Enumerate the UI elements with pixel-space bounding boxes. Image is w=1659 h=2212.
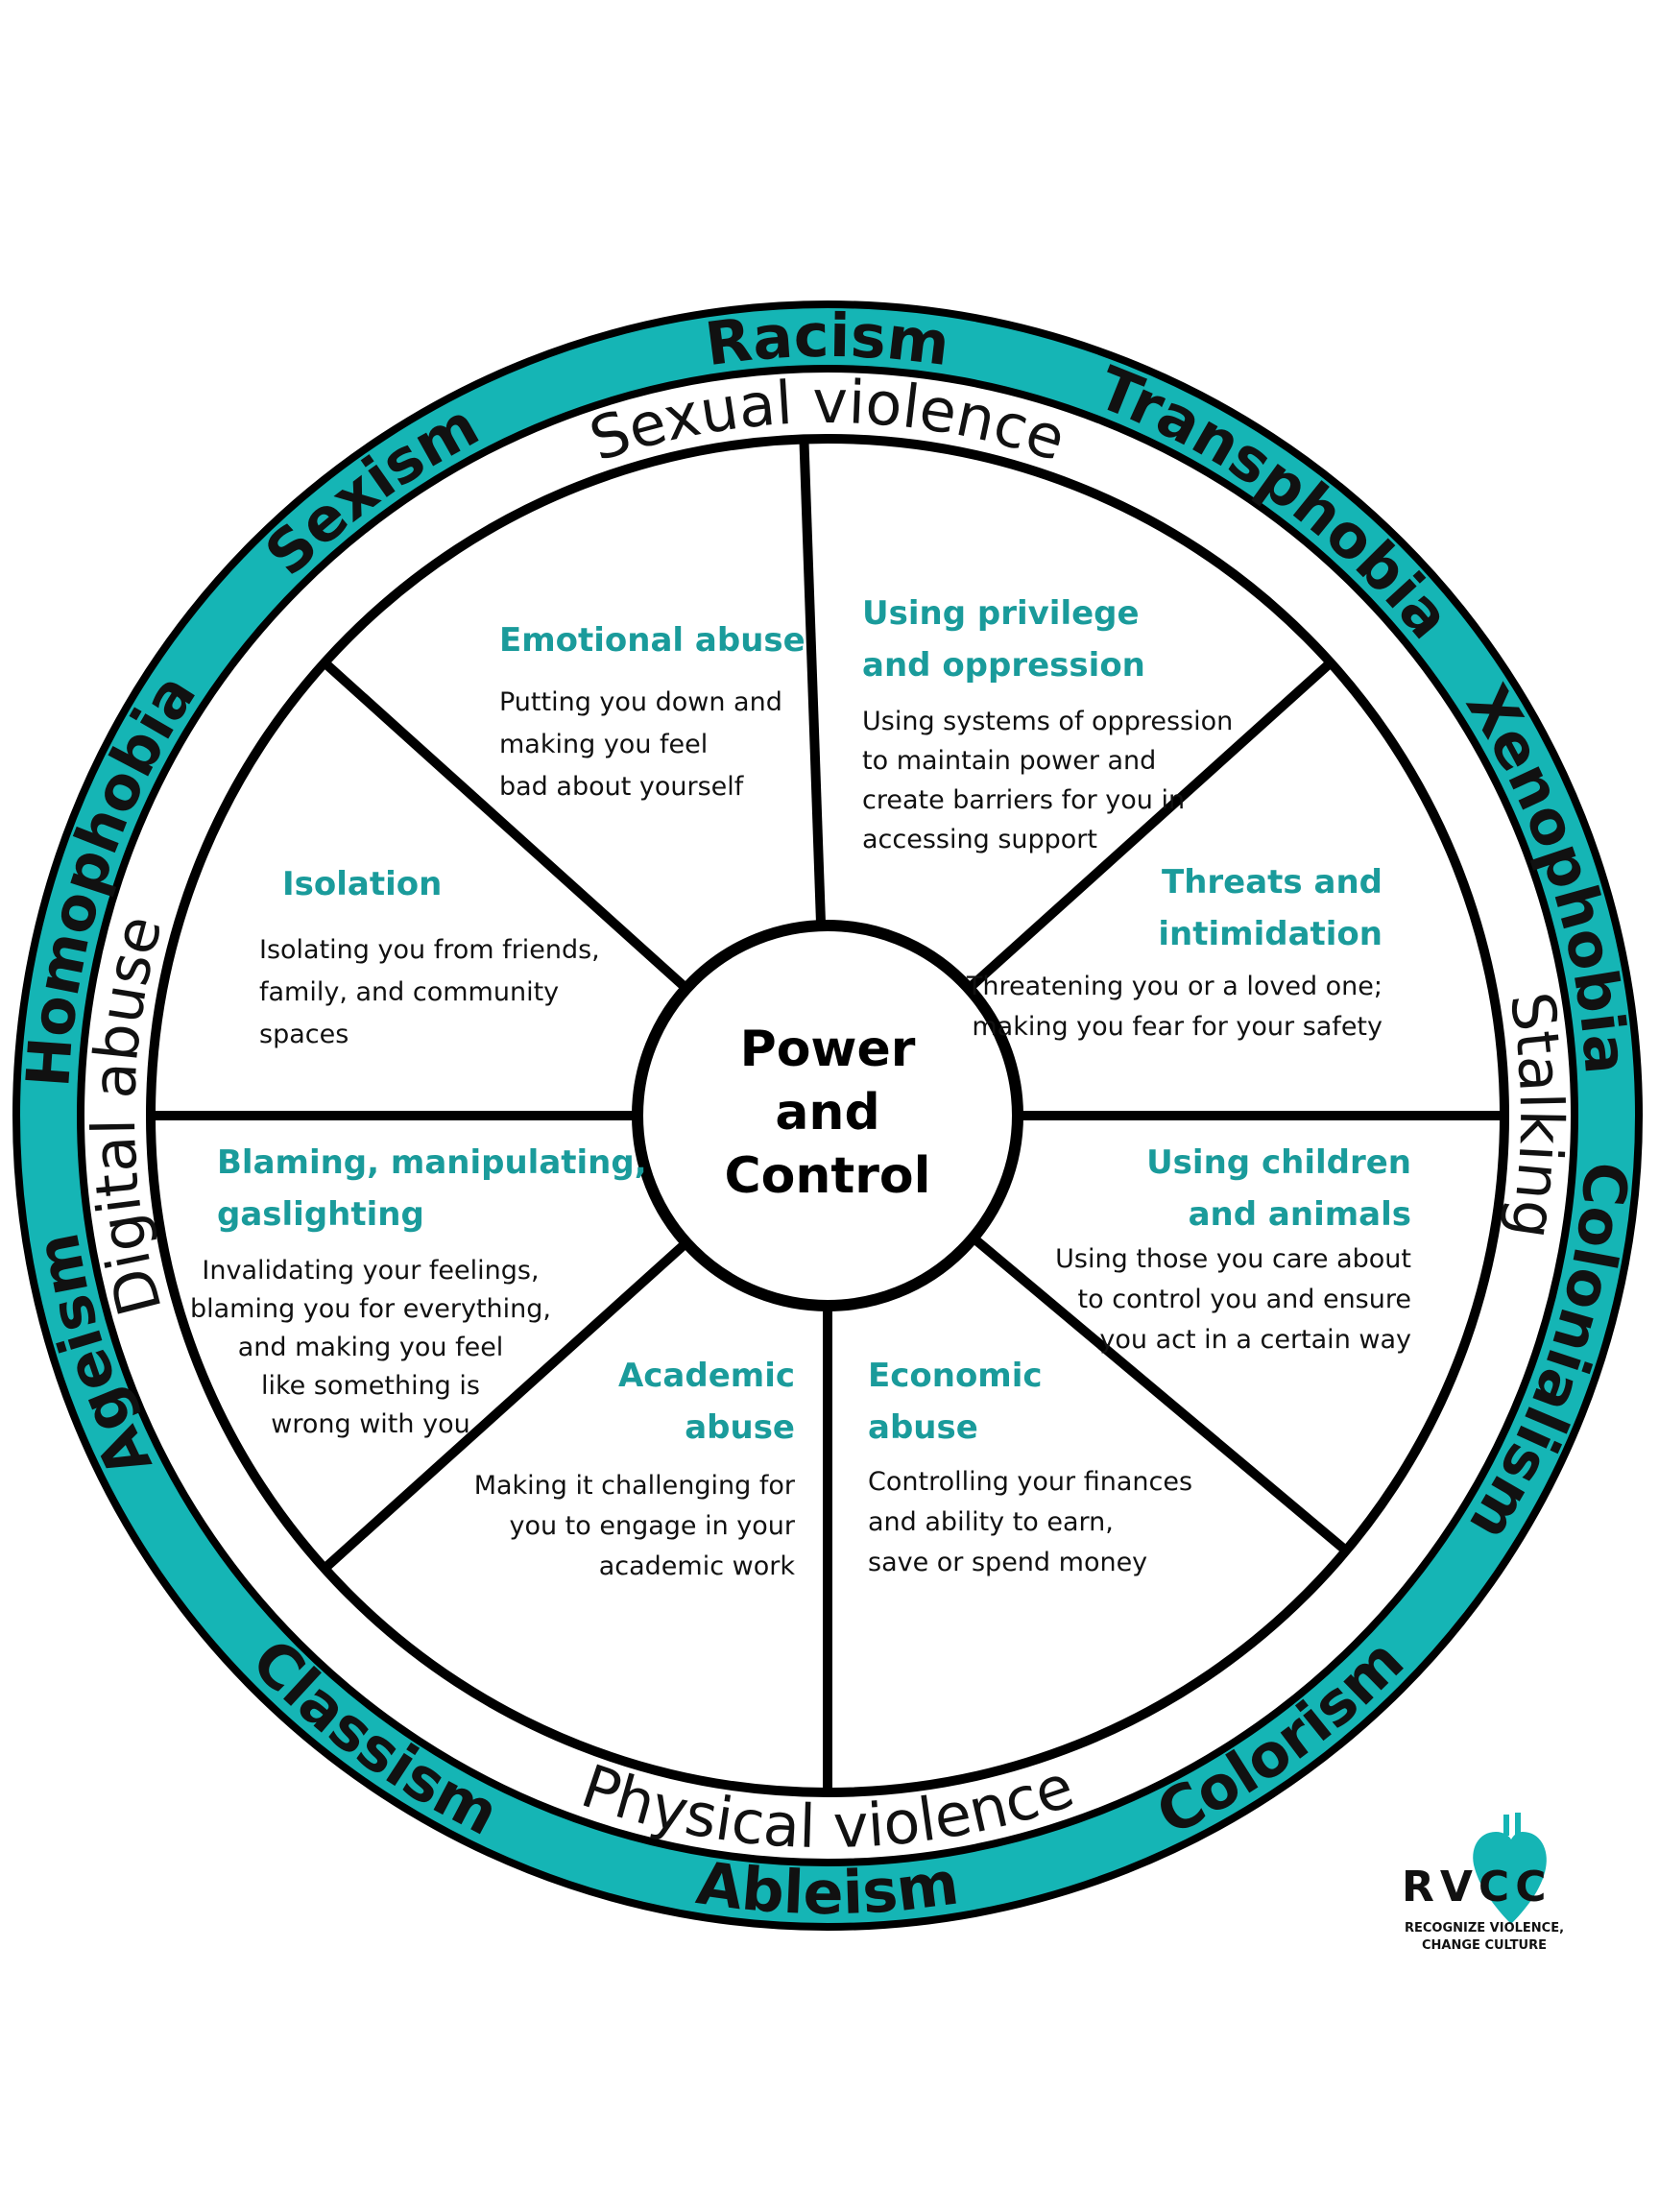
section-title: Academic xyxy=(618,1357,795,1395)
section-title: Isolation xyxy=(282,865,442,903)
wheel-spoke xyxy=(321,1238,690,1573)
wheel-spoke xyxy=(965,659,1334,993)
center-title: and xyxy=(775,1084,879,1142)
section-description: spaces xyxy=(259,1020,349,1049)
outer-ring-label: Racism xyxy=(702,301,953,380)
logo-tagline: RECOGNIZE VIOLENCE, xyxy=(1405,1921,1564,1936)
wheel-spoke xyxy=(321,659,690,993)
section-title: and animals xyxy=(1189,1195,1411,1234)
section-title: and oppression xyxy=(862,646,1145,685)
section-description: wrong with you xyxy=(271,1409,469,1439)
center-title: Power xyxy=(740,1021,916,1078)
section-description: create barriers for you in xyxy=(862,785,1185,815)
wheel-spoke xyxy=(799,439,827,926)
wheel-spoke xyxy=(970,1234,1350,1554)
section-description: save or spend money xyxy=(868,1548,1147,1577)
section-title: Emotional abuse xyxy=(499,621,805,660)
section-description: making you feel xyxy=(499,730,708,759)
section-description: and ability to earn, xyxy=(868,1507,1114,1537)
section-description: to maintain power and xyxy=(862,746,1156,776)
center-hub xyxy=(632,920,1023,1311)
section-description: blaming you for everything, xyxy=(190,1294,551,1324)
section-description: academic work xyxy=(599,1551,796,1581)
section-title: abuse xyxy=(868,1408,978,1447)
section-description: you act in a certain way xyxy=(1099,1325,1411,1355)
section-description: to control you and ensure xyxy=(1078,1285,1411,1314)
section-title: intimidation xyxy=(1158,915,1382,953)
section-description: Controlling your finances xyxy=(868,1467,1192,1497)
section-description: Threatening you or a loved one; xyxy=(966,972,1382,1001)
section-title: Threats and xyxy=(1162,863,1382,902)
center-title: Control xyxy=(725,1147,931,1205)
anatomical-heart-icon xyxy=(1473,1832,1547,1924)
section-description: bad about yourself xyxy=(499,772,745,802)
section-description: family, and community xyxy=(259,977,559,1007)
section-title: Using children xyxy=(1146,1143,1411,1182)
section-description: Using systems of oppression xyxy=(862,707,1233,736)
section-description: Using those you care about xyxy=(1055,1244,1411,1274)
outer-ring-label: Ableism xyxy=(692,1847,962,1928)
section-description: Putting you down and xyxy=(499,687,782,717)
section-description: like something is xyxy=(261,1371,480,1401)
section-description: you to engage in your xyxy=(509,1511,795,1541)
section-description: making you fear for your safety xyxy=(972,1012,1382,1042)
section-title: Blaming, manipulating, xyxy=(217,1143,647,1182)
logo-tagline: CHANGE CULTURE xyxy=(1422,1938,1547,1953)
section-title: Economic xyxy=(868,1357,1043,1395)
section-title: Using privilege xyxy=(862,594,1140,633)
section-description: and making you feel xyxy=(238,1333,504,1362)
section-title: abuse xyxy=(685,1408,795,1447)
section-description: Isolating you from friends, xyxy=(259,935,600,965)
rvcc-logo: RVCC RECOGNIZE VIOLENCE, CHANGE CULTURE xyxy=(1402,1813,1564,1953)
section-description: accessing support xyxy=(862,825,1097,854)
section-description: Making it challenging for xyxy=(474,1471,796,1501)
section-title: gaslighting xyxy=(217,1195,424,1234)
section-description: Invalidating your feelings, xyxy=(202,1256,539,1286)
logo-letters: RVCC xyxy=(1402,1863,1552,1911)
